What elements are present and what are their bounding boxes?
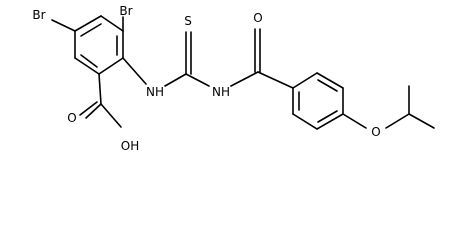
oxygen-acid-label: O xyxy=(67,111,76,125)
benzoic-ring xyxy=(74,15,124,75)
bond xyxy=(80,23,102,37)
bond xyxy=(408,113,435,129)
benzamide-ring xyxy=(292,72,344,130)
bond xyxy=(122,57,147,85)
sulfur-label: S xyxy=(184,14,192,28)
bromine-left-label: Br xyxy=(32,8,45,22)
bond xyxy=(385,113,410,129)
bond xyxy=(257,71,294,89)
bond xyxy=(85,103,102,119)
amine-right-label: NH xyxy=(212,85,230,99)
hydroxyl-label: OH xyxy=(121,139,139,153)
bond xyxy=(79,101,98,116)
bond xyxy=(74,57,100,75)
bond xyxy=(185,73,210,87)
bond xyxy=(98,57,124,75)
bond xyxy=(100,15,124,32)
bond xyxy=(98,73,102,105)
bond xyxy=(317,110,338,123)
bond xyxy=(164,73,187,87)
bond xyxy=(317,79,338,92)
bond xyxy=(342,113,367,129)
chemical-structure: Br Br O OH NH S NH O O xyxy=(32,4,435,153)
bond xyxy=(316,113,344,130)
bond xyxy=(74,15,102,32)
bond xyxy=(230,71,259,87)
bromine-top-label: Br xyxy=(119,4,132,18)
oxygen-carbonyl-label: O xyxy=(253,11,262,25)
amine-left-label: NH xyxy=(146,85,164,99)
bond xyxy=(51,19,76,32)
bond xyxy=(316,72,344,89)
oxygen-ether-label: O xyxy=(371,125,380,139)
bond xyxy=(100,103,122,128)
bond xyxy=(80,54,98,68)
bond xyxy=(292,72,318,89)
bond xyxy=(292,113,318,130)
